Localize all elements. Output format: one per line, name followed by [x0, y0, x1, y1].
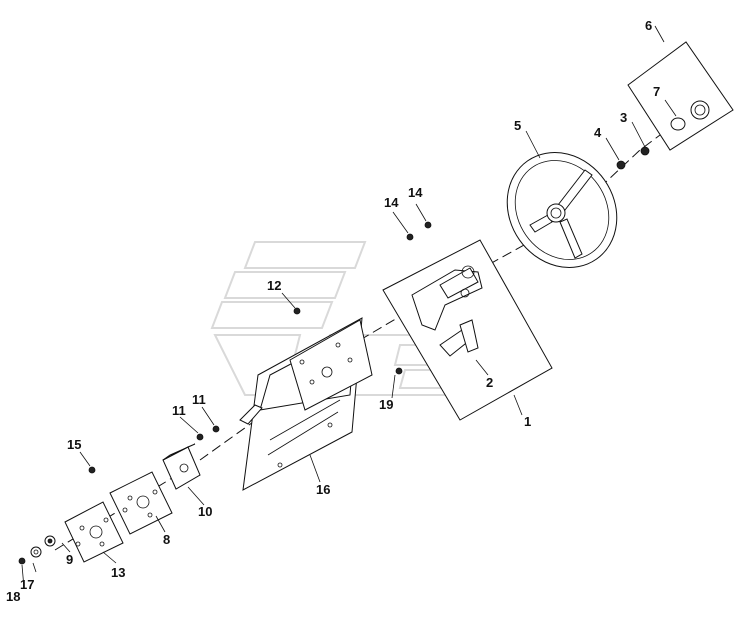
callout-14-left: 14: [384, 195, 399, 210]
callout-10: 10: [198, 504, 212, 519]
callout-19: 19: [379, 397, 393, 412]
callout-3: 3: [620, 110, 627, 125]
part-16-mounting-plate: [239, 317, 373, 491]
part-6-cap-panel: [627, 41, 734, 151]
part-14-bolt-right: [424, 221, 432, 229]
part-10-switch-block: [162, 443, 201, 490]
callout-17: 17: [20, 577, 34, 592]
callout-11-right: 11: [192, 392, 206, 407]
part-19-screw: [395, 367, 403, 375]
callout-16: 16: [316, 482, 330, 497]
part-9-gear-washer: [44, 535, 56, 547]
part-13-cover-plate: [64, 501, 124, 563]
callout-18: 18: [6, 589, 20, 604]
part-1-column-frame: [382, 239, 553, 421]
callout-7: 7: [653, 84, 660, 99]
part-15-screw: [88, 466, 96, 474]
callouts: 1 2 3 4 5 6 7 8 9 10 11 11 12 13 14 14 1…: [6, 18, 660, 604]
callout-15: 15: [67, 437, 81, 452]
part-8-switch-plate: [109, 471, 173, 535]
part-3-nut: [640, 146, 650, 156]
callout-5: 5: [514, 118, 521, 133]
callout-4: 4: [594, 125, 602, 140]
callout-8: 8: [163, 532, 170, 547]
callout-6: 6: [645, 18, 652, 33]
part-12-screw: [293, 307, 301, 315]
part-5-steering-wheel: [506, 152, 618, 268]
callout-1: 1: [524, 414, 531, 429]
callout-12: 12: [267, 278, 281, 293]
part-17-washer: [30, 546, 42, 558]
part-14-bolt-left: [406, 233, 414, 241]
part-18-nut: [18, 557, 26, 565]
part-11-screw-a: [196, 433, 204, 441]
part-4-washer: [616, 160, 626, 170]
leader-lines: [21, 25, 677, 589]
callout-11-left: 11: [172, 403, 186, 418]
callout-2: 2: [486, 375, 493, 390]
part-11-screw-b: [212, 425, 220, 433]
callout-14-right: 14: [408, 185, 423, 200]
callout-13: 13: [111, 565, 125, 580]
callout-9: 9: [66, 552, 73, 567]
